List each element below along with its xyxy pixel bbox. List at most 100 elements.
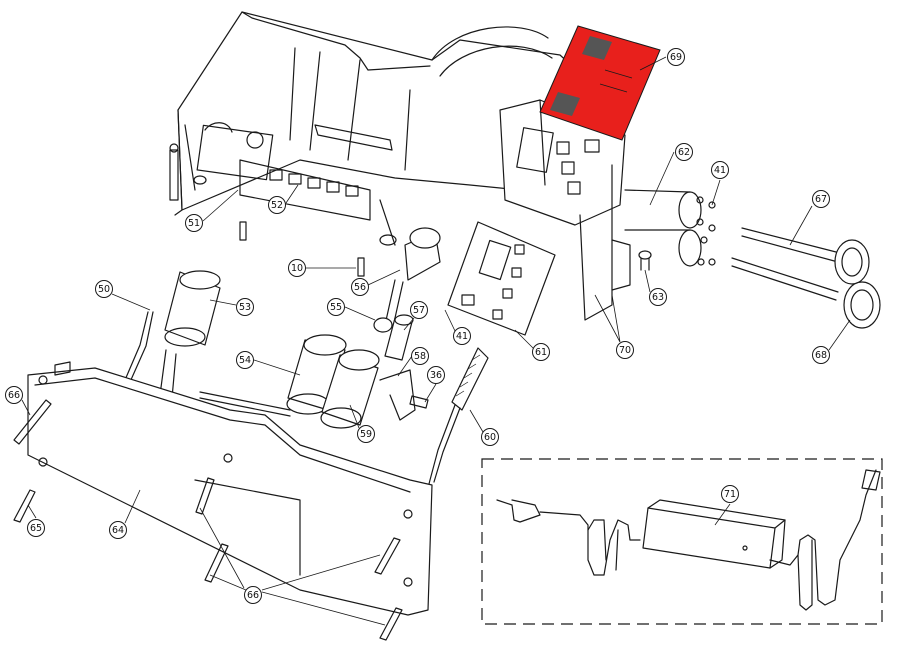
lower-wire [199,391,291,417]
callout-circle [95,280,113,298]
motor-59 [320,349,380,429]
callout-label: 50 [98,284,110,295]
callout-c54: 54 [236,351,254,369]
callout-circle [427,366,445,384]
callout-circle [649,288,667,306]
callout-c61: 61 [532,343,550,361]
screws-66 [13,399,403,641]
callout-circle [616,341,634,359]
leader-lines [21,56,851,626]
part-58 [379,369,416,421]
callout-label: 55 [330,302,342,313]
callout-label: 56 [354,282,366,293]
callout-label: 58 [414,351,426,362]
callout-circle [288,259,306,277]
callout-label: 41 [456,331,468,342]
switch-cluster [239,159,371,221]
callout-circle [27,519,45,537]
callout-c57: 57 [410,301,428,319]
callout-label: 64 [112,525,124,536]
callout-label: 71 [724,489,736,500]
callout-c50: 50 [95,280,113,298]
callout-circle [667,48,685,66]
callout-circle [453,327,471,345]
base-plate-64 [27,361,433,616]
thumb-screws [731,227,881,329]
callout-label: 67 [815,194,827,205]
callout-label: 69 [670,52,682,63]
callout-c64: 64 [109,521,127,539]
callout-label: 53 [239,302,251,313]
callout-label: 52 [271,200,283,211]
callout-circle [721,485,739,503]
callout-c53: 53 [236,298,254,316]
callout-label: 66 [8,390,20,401]
screw-36 [409,395,429,409]
callout-circle [411,347,429,365]
main-housing [169,11,631,321]
callout-c66b: 66 [244,586,262,604]
callout-label: 51 [188,218,200,229]
callout-label: 36 [430,370,442,381]
callout-circle [236,351,254,369]
power-adapter-inset [481,458,883,625]
callout-circle [711,161,729,179]
callout-label: 70 [619,345,631,356]
callout-circle [268,196,286,214]
callout-circle [185,214,203,232]
callout-label: 68 [815,350,827,361]
callout-circle [327,298,345,316]
callout-c56: 56 [351,278,369,296]
callout-circle [357,425,375,443]
callout-circle [532,343,550,361]
callout-label: 66 [247,590,259,601]
callout-circle [351,278,369,296]
callout-c59: 59 [357,425,375,443]
highlighted-part-69 [539,25,661,141]
callout-circle [109,521,127,539]
callout-c67: 67 [812,190,830,208]
callout-label: 63 [652,292,664,303]
callout-circle [5,386,23,404]
callout-label: 57 [413,305,425,316]
part-callouts: 69 62 41 67 51 52 10 56 50 53 55 57 63 41 61 70 68 58 54 36… [5,48,830,604]
callout-circle [675,143,693,161]
callout-circle [410,301,428,319]
callout-label: 41 [714,165,726,176]
callout-c68: 68 [812,346,830,364]
callout-c10: 10 [288,259,306,277]
callout-c63: 63 [649,288,667,306]
callout-c55: 55 [327,298,345,316]
screw-10 [239,221,365,277]
callout-c41b: 41 [453,327,471,345]
callout-c71: 71 [721,485,739,503]
callout-label: 54 [239,355,251,366]
callout-c62: 62 [675,143,693,161]
end-flanges [624,189,716,267]
callout-label: 60 [484,432,496,443]
screw-63 [638,250,652,271]
callout-c66a: 66 [5,386,23,404]
callout-c36: 36 [427,366,445,384]
callout-c70: 70 [616,341,634,359]
callout-circle [812,346,830,364]
callout-circle [481,428,499,446]
callout-c60: 60 [481,428,499,446]
callout-label: 61 [535,347,547,358]
control-panel-61 [447,221,556,336]
callout-label: 59 [360,429,372,440]
callout-c51: 51 [185,214,203,232]
callout-circle [244,586,262,604]
callout-c41a: 41 [711,161,729,179]
motor-53 [159,270,221,399]
callout-c69: 69 [667,48,685,66]
callout-c58: 58 [411,347,429,365]
pump-56 [373,227,441,333]
callout-label: 10 [291,263,303,274]
callout-c52: 52 [268,196,286,214]
callout-c65: 65 [27,519,45,537]
callout-circle [812,190,830,208]
callout-label: 62 [678,147,690,158]
callout-label: 65 [30,523,42,534]
